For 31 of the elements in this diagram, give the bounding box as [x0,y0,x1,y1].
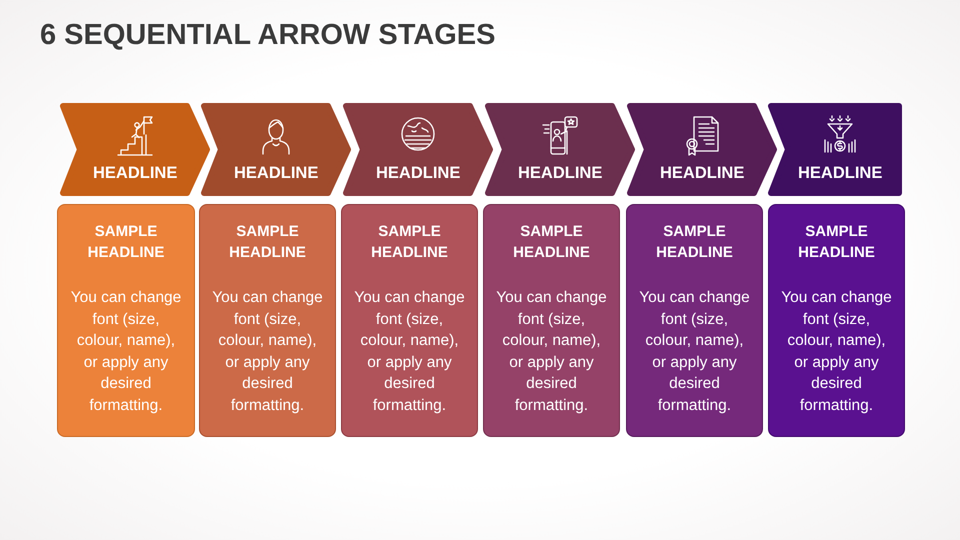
card-text: You can change font (size, colour, name), or apply any desired formatting. [780,288,893,416]
stage-banner [485,103,635,196]
stage-headline: HEADLINE [93,164,178,183]
card-heading: SAMPLE HEADLINE [228,222,307,263]
stage-banner [201,103,351,196]
slide-title: 6 SEQUENTIAL ARROW STAGES [40,19,496,52]
stage-headline: HEADLINE [660,164,744,183]
stage-card [483,204,620,437]
card-heading: SAMPLE HEADLINE [797,222,876,263]
stage-banner [60,103,210,196]
stage-headline: HEADLINE [234,164,318,183]
stage-headline: HEADLINE [798,164,882,183]
stage-banner [627,103,777,196]
card-heading: SAMPLE HEADLINE [512,222,591,263]
stage-card [199,204,336,437]
card-heading: SAMPLE HEADLINE [86,222,166,263]
stage-headline: HEADLINE [376,164,460,183]
card-text: You can change font (size, colour, name), or apply any desired formatting. [70,288,182,416]
card-heading: SAMPLE HEADLINE [655,222,734,263]
stage-card [57,204,195,437]
stage-banner [768,103,902,196]
stage-card [768,204,905,437]
stage-card [341,204,478,437]
card-heading: SAMPLE HEADLINE [370,222,449,263]
stage-card [626,204,763,437]
card-text: You can change font (size, colour, name), or apply any desired formatting. [638,288,751,416]
stage-banner [343,103,493,196]
stage-headline: HEADLINE [518,164,602,183]
card-text: You can change font (size, colour, name), or apply any desired formatting. [495,288,608,416]
card-text: You can change font (size, colour, name), or apply any desired formatting. [211,288,324,416]
card-text: You can change font (size, colour, name), or apply any desired formatting. [353,288,466,416]
